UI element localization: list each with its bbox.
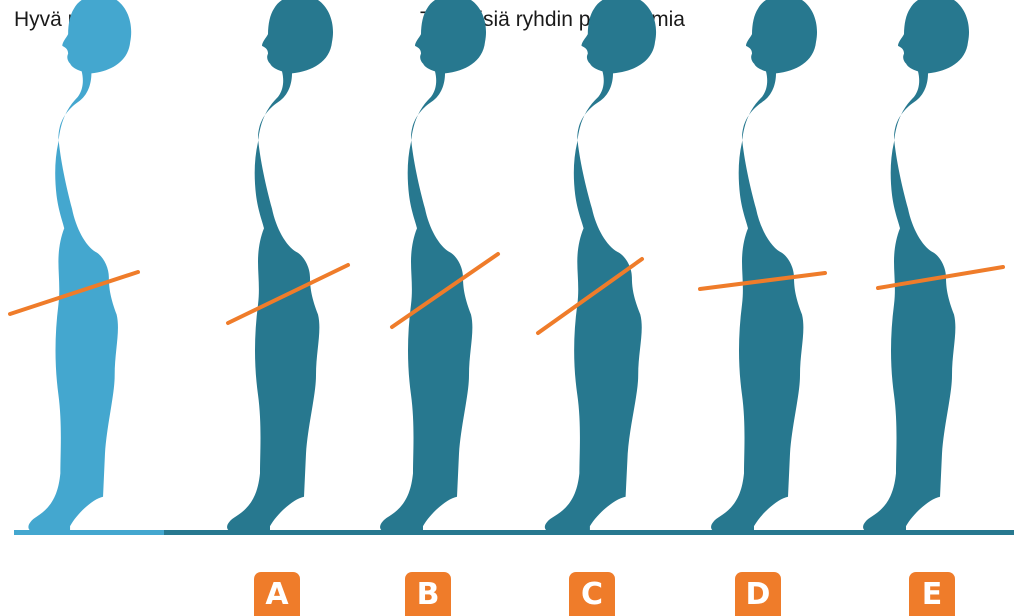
badge-c: C — [569, 572, 615, 616]
badge-e: E — [909, 572, 955, 616]
posture-figure-c — [545, 0, 656, 532]
good-posture-figure — [28, 0, 131, 532]
badge-a: A — [254, 572, 300, 616]
badge-b: B — [405, 572, 451, 616]
badge-d: D — [735, 572, 781, 616]
posture-figure-b — [380, 0, 486, 532]
posture-figure-e — [863, 0, 969, 532]
posture-figure-d — [711, 0, 817, 532]
posture-figure-a — [227, 0, 333, 532]
